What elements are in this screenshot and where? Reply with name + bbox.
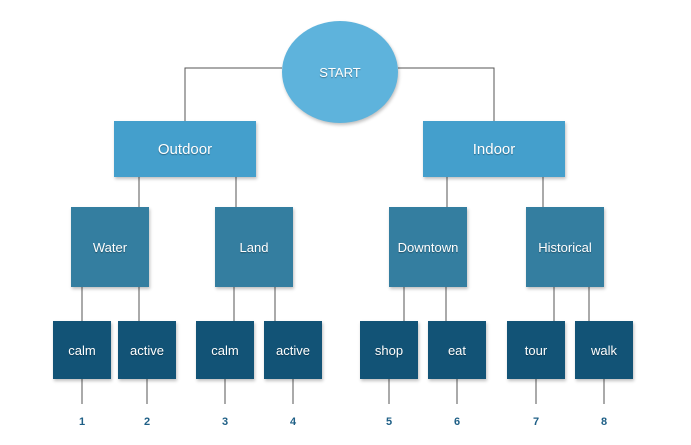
option-land-active: active xyxy=(264,321,322,379)
option-label: tour xyxy=(524,342,548,358)
group-water: Water xyxy=(71,207,149,287)
option-label: active xyxy=(276,342,310,358)
option-water-calm: calm xyxy=(53,321,111,379)
option-historical-walk: walk xyxy=(575,321,633,379)
option-number-4: 4 xyxy=(289,416,297,428)
connector-start-indoor xyxy=(398,67,495,121)
category-label: Indoor xyxy=(472,140,516,158)
option-number-1: 1 xyxy=(78,416,86,428)
group-downtown: Downtown xyxy=(389,207,467,287)
option-downtown-shop: shop xyxy=(360,321,418,379)
option-land-calm: calm xyxy=(196,321,254,379)
option-label: active xyxy=(130,342,164,358)
option-number-7: 7 xyxy=(532,416,540,428)
option-label: eat xyxy=(447,342,467,358)
option-label: walk xyxy=(590,342,617,358)
group-historical: Historical xyxy=(526,207,604,287)
option-number-8: 8 xyxy=(600,416,608,428)
start-label: START xyxy=(319,64,361,80)
group-label: Downtown xyxy=(397,239,459,255)
group-label: Land xyxy=(239,239,269,255)
category-outdoor: Outdoor xyxy=(114,121,256,177)
option-water-active: active xyxy=(118,321,176,379)
option-downtown-eat: eat xyxy=(428,321,486,379)
start-node: START xyxy=(282,21,398,123)
group-land: Land xyxy=(215,207,293,287)
option-label: shop xyxy=(374,342,404,358)
option-number-6: 6 xyxy=(453,416,461,428)
group-label: Water xyxy=(92,239,128,255)
option-number-5: 5 xyxy=(385,416,393,428)
option-number-3: 3 xyxy=(221,416,229,428)
category-label: Outdoor xyxy=(157,140,213,158)
option-label: calm xyxy=(68,342,96,358)
option-historical-tour: tour xyxy=(507,321,565,379)
connector-start-outdoor xyxy=(184,67,282,121)
option-number-2: 2 xyxy=(143,416,151,428)
category-indoor: Indoor xyxy=(423,121,565,177)
group-label: Historical xyxy=(538,239,592,255)
option-label: calm xyxy=(211,342,239,358)
